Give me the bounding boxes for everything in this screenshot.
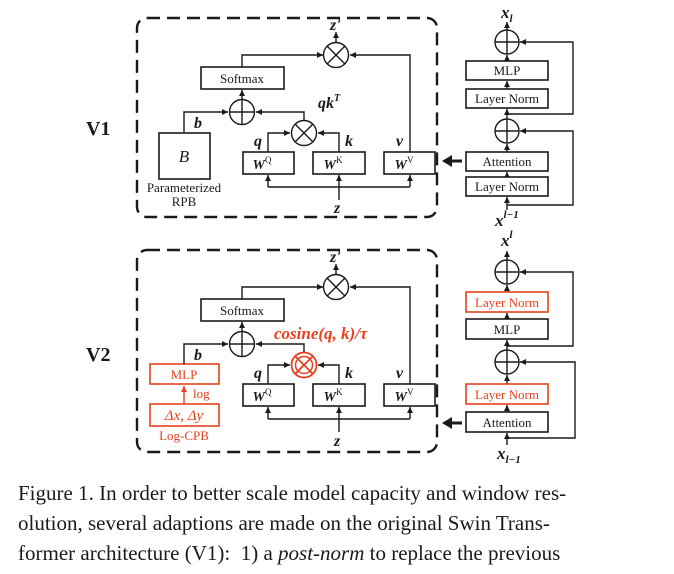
v2-section: V2 z' Softmax cosine(q, k)/τ MLP: [86, 229, 576, 466]
v2-block-add-bottom-icon: [494, 349, 520, 375]
v1-wv-label: WV: [395, 155, 414, 173]
swin-v1-v2-diagram: V1 z' Softmax qkT B: [86, 3, 576, 466]
v2-cosine-multiply-icon: [290, 351, 318, 379]
caption-line-2: olution, several adaptions are made on t…: [18, 511, 550, 535]
v1-bias-table-box: [158, 132, 211, 180]
v2-block-input: xl−1: [496, 444, 521, 466]
v2-cosine-label: cosine(q, k)/τ: [274, 324, 368, 343]
v2-k-label: k: [345, 365, 353, 382]
v1-block-input: xl−1: [494, 209, 519, 230]
v1-b-label: b: [194, 115, 202, 132]
v2-block-layernorm-lower-box: [465, 383, 549, 405]
v1-qkT-label: qkT: [318, 93, 341, 112]
v2-transformer-block: xl Layer Norm MLP Layer Norm: [465, 229, 576, 466]
caption-line-3-end: to replace the previous: [364, 541, 561, 565]
v2-z-prime: z': [329, 249, 341, 266]
v2-z-input: z: [333, 433, 341, 450]
v2-v-label: v: [396, 365, 404, 382]
v1-block-attention-box: [465, 151, 549, 172]
v1-qk-multiply-icon: [290, 119, 318, 147]
v2-block-attention-label: Attention: [482, 415, 532, 430]
v2-wq-label: WQ: [253, 387, 272, 405]
v1-B-label: B: [179, 147, 190, 166]
v1-block-add-bottom-icon: [494, 118, 520, 144]
v2-block-mlp-label: MLP: [494, 322, 521, 337]
v1-rpb-line2: RPB: [172, 194, 197, 209]
v2-attention-dashed-frame: [135, 248, 439, 454]
v2-block-layernorm-upper-label: Layer Norm: [475, 295, 539, 310]
v1-block-output: xl: [500, 3, 514, 25]
v1-block-mlp-box: [465, 60, 549, 81]
v1-z-prime: z': [329, 17, 341, 34]
v2-q-label: q: [254, 365, 262, 382]
v2-block-add-top-icon: [494, 259, 520, 285]
v1-block-layernorm-lower-label: Layer Norm: [475, 179, 539, 194]
caption-line-3-start: former architecture (V1): 1) a: [18, 541, 279, 565]
v2-block-layernorm-lower-label: Layer Norm: [475, 387, 539, 402]
v2-cpb-mlp-label: MLP: [171, 367, 198, 382]
v2-delta-coords-label: Δx, Δy: [164, 408, 204, 424]
v2-block-mlp-box: [465, 318, 549, 340]
v1-block-layernorm-upper-label: Layer Norm: [475, 91, 539, 106]
v1-k-label: k: [345, 133, 353, 150]
v2-expand-arrow-icon: [442, 417, 462, 429]
v1-v-label: v: [396, 133, 404, 150]
v1-output-multiply-icon: [322, 41, 350, 69]
v1-expand-arrow-icon: [442, 155, 462, 167]
v2-block-layernorm-upper-box: [465, 291, 549, 313]
v2-softmax-label: Softmax: [220, 303, 265, 318]
figure-caption: Figure 1. In order to better scale model…: [18, 478, 668, 568]
v1-section: V1 z' Softmax qkT B: [86, 3, 574, 230]
v1-block-add-top-icon: [494, 29, 520, 55]
v1-block-layernorm-upper-box: [465, 88, 549, 109]
v1-label: V1: [86, 118, 110, 140]
v1-wk-label: WK: [324, 155, 343, 173]
v1-attention-dashed-frame: [135, 16, 439, 219]
v2-log-label: log: [193, 386, 210, 401]
v1-block-attention-label: Attention: [482, 154, 532, 169]
v2-wk-label: WK: [324, 387, 343, 405]
v1-softmax-label: Softmax: [220, 71, 265, 86]
v2-b-label: b: [194, 347, 202, 364]
caption-line-1: Figure 1. In order to better scale model…: [18, 481, 567, 505]
caption-post-norm-term: post-norm: [278, 541, 365, 565]
v1-add-icon: [228, 98, 256, 126]
v2-output-multiply-icon: [322, 273, 350, 301]
v2-log-cpb-label: Log-CPB: [159, 428, 209, 443]
v2-delta-coords-box: [149, 403, 220, 427]
v1-wq-label: WQ: [253, 155, 272, 173]
v2-block-output: xl: [500, 229, 514, 250]
v1-transformer-block: xl MLP Layer Norm Attention: [465, 3, 574, 230]
v2-block-attention-box: [465, 411, 549, 433]
caption-line-3: former architecture (V1): 1) a post-norm…: [18, 538, 668, 568]
v1-block-mlp-label: MLP: [494, 63, 521, 78]
v2-label: V2: [86, 344, 110, 366]
v2-add-icon: [228, 330, 256, 358]
v2-wv-label: WV: [395, 387, 414, 405]
v1-q-label: q: [254, 133, 262, 150]
v1-z-input: z: [333, 200, 341, 217]
v1-block-layernorm-lower-box: [465, 176, 549, 197]
v1-rpb-line1: Parameterized: [147, 180, 222, 195]
